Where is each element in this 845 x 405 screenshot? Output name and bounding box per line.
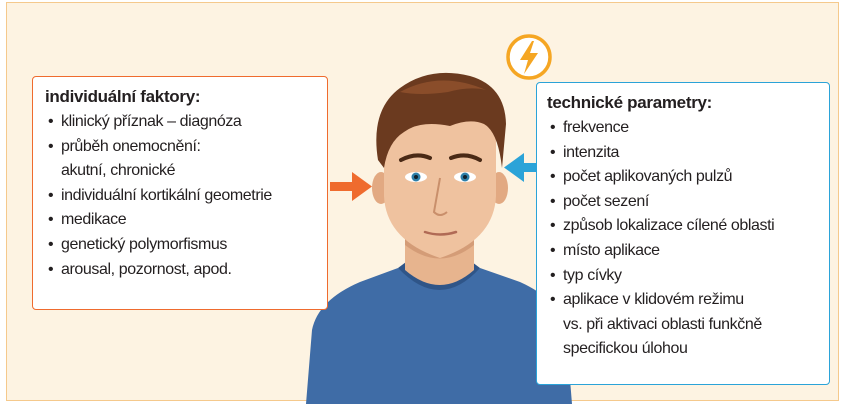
lightning-bolt-icon [505, 33, 553, 81]
arrow-left-icon [504, 153, 536, 182]
arrow-right-icon [330, 172, 372, 201]
list-item: klinický příznak – diagnóza [45, 110, 315, 135]
list-item: arousal, pozornost, apod. [45, 258, 315, 283]
individual-factors-title: individuální faktory: [45, 87, 315, 107]
list-item: intenzita [547, 141, 817, 166]
list-item: typ cívky [547, 264, 817, 289]
individual-factors-list: klinický příznak – diagnóza průběh onemo… [45, 110, 315, 282]
list-item: místo aplikace [547, 239, 817, 264]
list-item: průběh onemocnění:akutní, chronické [45, 135, 315, 184]
technical-parameters-list: frekvence intenzita počet aplikovaných p… [547, 116, 817, 362]
list-item: počet sezení [547, 190, 817, 215]
technical-parameters-box: technické parametry: frekvence intenzita… [536, 82, 830, 385]
list-item: individuální kortikální geometrie [45, 184, 315, 209]
individual-factors-box: individuální faktory: klinický příznak –… [32, 76, 328, 310]
list-item: způsob lokalizace cílené oblasti [547, 214, 817, 239]
list-item: genetický polymorfismus [45, 233, 315, 258]
list-item: počet aplikovaných pulzů [547, 165, 817, 190]
technical-parameters-title: technické parametry: [547, 93, 817, 113]
list-item: frekvence [547, 116, 817, 141]
list-item: medikace [45, 208, 315, 233]
